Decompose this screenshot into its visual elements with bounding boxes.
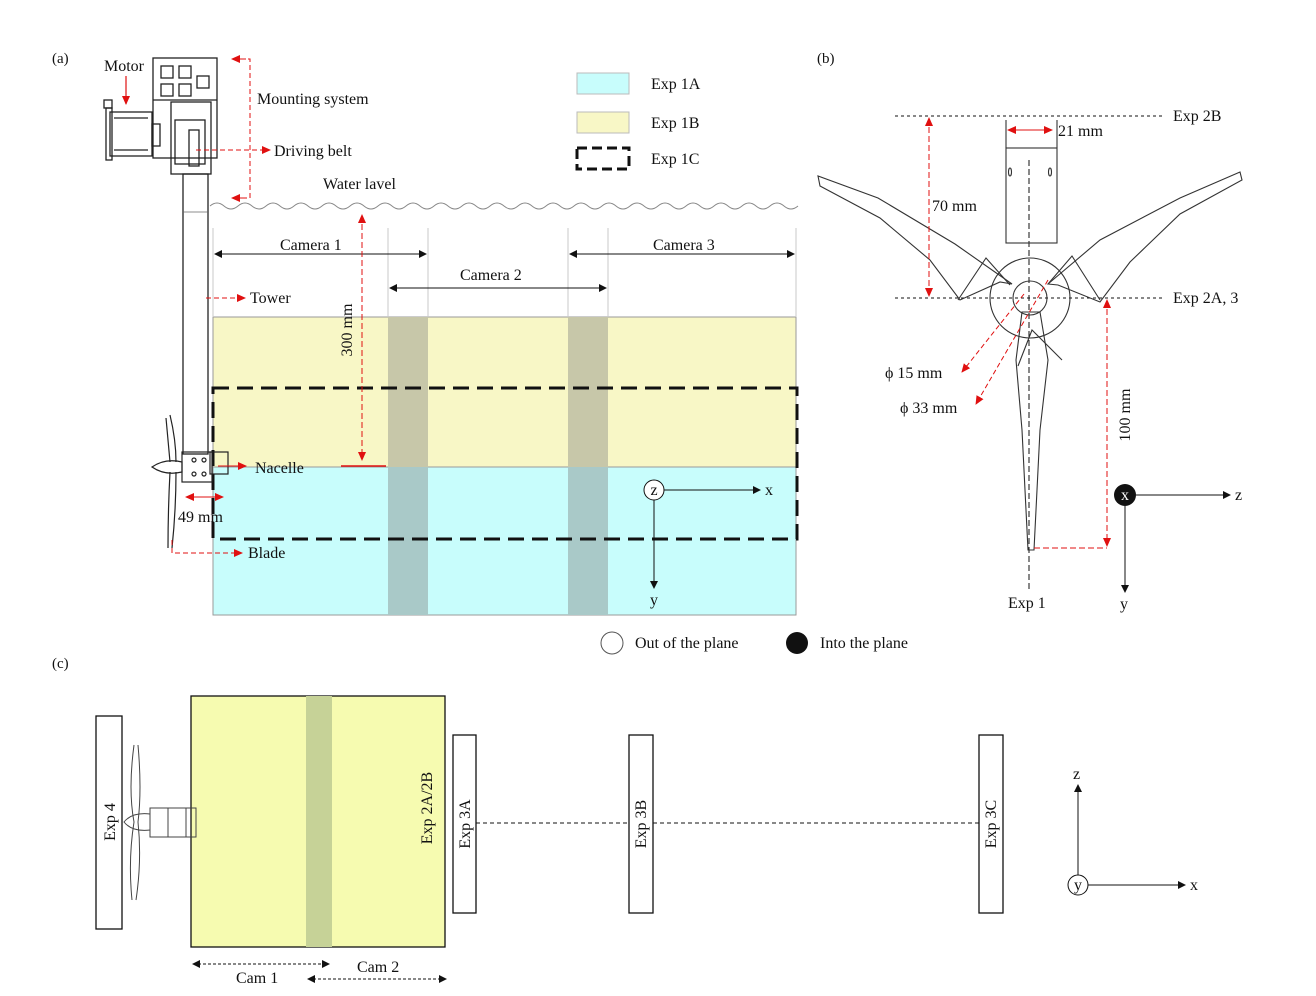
mounting-system-label: Mounting system [257,91,369,108]
axis-z-label-b: z [1235,487,1242,504]
turbine-side-view [150,414,229,549]
into-plane-label: Into the plane [820,635,908,652]
legend-exp1c-label: Exp 1C [651,151,699,168]
dim-70-label: 70 mm [932,198,977,215]
cam2-label: Cam 2 [357,959,399,976]
axis-z-label-c: z [1073,766,1080,783]
axis-x-label-b: x [1121,487,1129,504]
driving-belt-label: Driving belt [274,143,352,160]
motor-label: Motor [104,58,145,75]
panel-c-label: (c) [52,656,69,672]
tower [182,173,209,455]
exp4-label: Exp 4 [102,803,119,841]
cam-overlap-band [306,696,332,947]
turbine-front-view [817,120,1243,551]
exp1c-region [211,386,799,541]
exp1a-region [212,466,797,616]
legend-exp1a-swatch [576,72,630,95]
camera2-3-overlap-lower [568,467,608,615]
tower-label: Tower [250,290,291,307]
camera1-2-overlap-upper [388,317,428,467]
nacelle-length-label: 49 mm [178,509,223,526]
water-level-line [209,202,799,210]
blade-label: Blade [248,545,285,562]
exp1b-region [212,316,797,468]
dim-33-label: ϕ 33 mm [900,400,958,417]
exp3a-plane [452,734,477,914]
exp3b-plane [628,734,654,914]
exp3b-label: Exp 3B [633,800,650,848]
axis-y-label-c: y [1074,877,1082,894]
camera1-label: Camera 1 [280,237,342,254]
dim-15-label: ϕ 15 mm [885,365,943,382]
dim-33-arrow [975,279,1049,405]
dim-21-label: 21 mm [1058,123,1103,140]
panel-b-label: (b) [817,51,835,67]
water-level-label: Water lavel [323,176,396,193]
exp4-plane [95,715,123,930]
axis-y-label-a: y [650,592,658,609]
axis-z-label-a: z [650,482,657,499]
panel-a: (a) Camera 1 Camera 2 Camera 3 Water lav… [52,51,799,616]
exp2b-label: Exp 2B [1173,108,1221,125]
depth-dimension-label: 300 mm [339,303,356,356]
legend: Exp 1A Exp 1B Exp 1C Out of the plane In… [575,72,908,655]
exp2a3-label: Exp 2A, 3 [1173,290,1238,307]
legend-exp1b-swatch [576,111,630,134]
dim-15-arrow [961,293,1025,373]
exp3c-plane [978,734,1004,914]
camera3-label: Camera 3 [653,237,715,254]
axis-y-label-b: y [1120,596,1128,613]
exp3a-label: Exp 3A [457,799,474,849]
axis-x-label-a: x [765,482,773,499]
turbine-top-view [123,744,197,901]
dim-100-label: 100 mm [1117,388,1134,441]
nacelle-label: Nacelle [255,460,304,477]
camera2-label: Camera 2 [460,267,522,284]
legend-exp1a-label: Exp 1A [651,76,701,93]
camera1-2-overlap-lower [388,467,428,615]
mounting-system [152,57,218,175]
exp2a2b-label: Exp 2A/2B [419,772,436,844]
exp3c-label: Exp 3C [983,800,1000,848]
panel-c: (c) Exp 4 Exp 2A/2B Exp 3A Exp 3B Exp 3C… [52,656,1198,987]
x-axis-into-plane [1114,484,1136,506]
into-plane-symbol [786,632,808,654]
panel-b: (b) Exp 2B Exp 2A, 3 Exp 1 [817,51,1243,613]
legend-exp1c-swatch [575,146,631,171]
motor [103,99,161,161]
cam1-label: Cam 1 [236,970,278,987]
blade-arrow [171,540,243,557]
camera-fov-lines [212,228,797,317]
out-of-plane-label: Out of the plane [635,635,739,652]
out-of-plane-symbol [600,631,624,655]
panel-a-label: (a) [52,51,69,67]
camera2-3-overlap-upper [568,317,608,467]
mounting-system-bracket [232,58,251,199]
exp1-label: Exp 1 [1008,595,1046,612]
axis-x-label-c: x [1190,877,1198,894]
legend-exp1b-label: Exp 1B [651,115,699,132]
